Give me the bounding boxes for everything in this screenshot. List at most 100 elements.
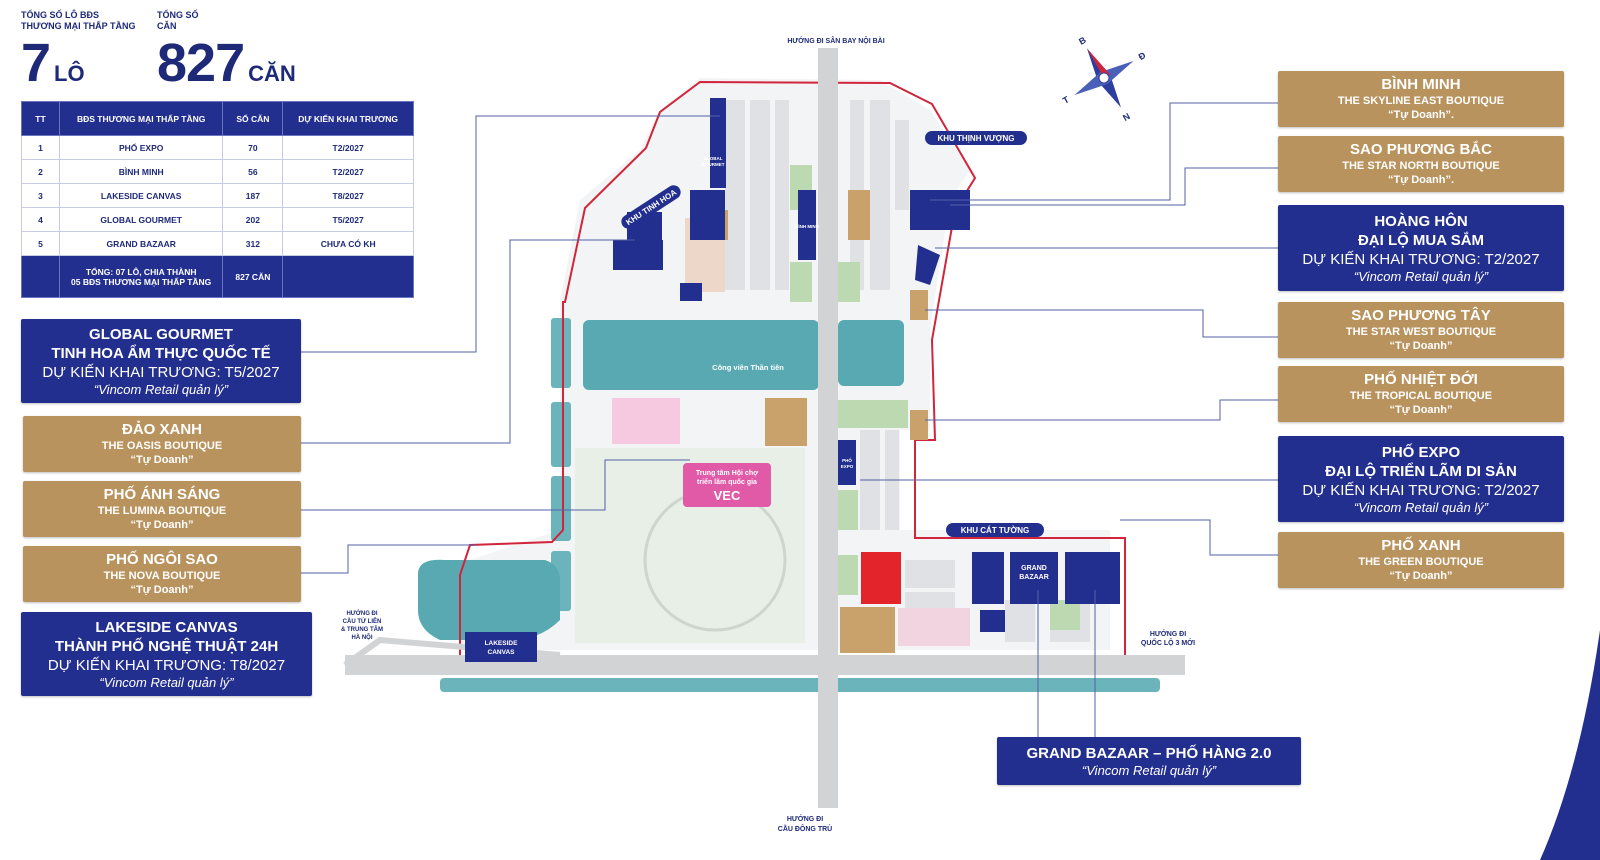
summary-table: TT BĐS THƯƠNG MẠI THẤP TẦNG SỐ CĂN DỰ KI… — [21, 101, 414, 298]
callout-plan: DỰ KIẾN KHAI TRƯƠNG: T5/2027 — [42, 363, 280, 381]
vec-label-1: Trung tâm Hội chợ — [696, 470, 758, 477]
units-unit: CĂN — [248, 61, 296, 86]
col-units: SỐ CĂN — [222, 101, 284, 136]
site-boundary — [459, 80, 1126, 661]
lots-label-1: TỔNG SỐ LÔ BĐS — [21, 10, 100, 20]
khu-thinh-vuong-label: KHU THỊNH VƯỢNG — [937, 134, 1014, 143]
units-value: 827 — [157, 33, 245, 93]
table-cell: CHƯA CÓ KH — [282, 231, 414, 256]
callout-lines — [300, 102, 1278, 738]
south-canal — [440, 678, 1160, 692]
vec-pink-block — [612, 398, 680, 444]
callout-pho-nhiet-doi: PHỐ NHIỆT ĐỚI THE TROPICAL BOUTIQUE “Tự … — [1278, 366, 1564, 422]
callout-pho-ngoi-sao: PHỐ NGÔI SAO THE NOVA BOUTIQUE “Tự Doanh… — [23, 546, 301, 602]
callout-subtitle: THE STAR NORTH BOUTIQUE — [1342, 160, 1500, 172]
units-label-2: CĂN — [157, 21, 177, 31]
total-label-1: TỔNG: 07 LÔ, CHIA THÀNH — [85, 266, 197, 277]
callout-note: “Tự Doanh” — [130, 584, 194, 596]
table-cell: 2 — [21, 159, 60, 184]
pho-expo-lot-label-1: PHỐ — [842, 457, 852, 463]
grand-lot-label-1: GRAND — [1021, 565, 1047, 572]
table-cell: 312 — [222, 231, 284, 256]
lots-value: 7 — [21, 33, 51, 93]
global-lot-label-1: GLOBAL — [704, 156, 723, 161]
col-property: BĐS THƯƠNG MẠI THẤP TẦNG — [58, 101, 224, 136]
dir-north-label: HƯỚNG ĐI SÂN BAY NỘI BÀI — [787, 36, 884, 45]
table-cell — [282, 255, 414, 298]
callout-title: THÀNH PHỐ NGHỆ THUẬT 24H — [54, 637, 279, 655]
pho-expo-lot-label-2: EXPO — [841, 464, 854, 469]
table-row: 3 LAKESIDE CANVAS 187 T8/2027 — [21, 183, 414, 208]
red-lot — [861, 552, 901, 604]
callout-plan: DỰ KIẾN KHAI TRƯƠNG: T8/2027 — [47, 656, 286, 674]
table-cell — [21, 255, 60, 298]
total-value: 827 CĂN — [222, 255, 284, 298]
lots-unit: LÔ — [54, 61, 85, 86]
callout-note: “Tự Doanh”. — [1387, 174, 1455, 186]
callout-global-gourmet: GLOBAL GOURMET TINH HOA ẨM THỰC QUỐC TẾ … — [21, 319, 301, 403]
callout-title: PHỐ NHIỆT ĐỚI — [1364, 371, 1478, 388]
west-canal-3 — [551, 476, 571, 541]
total-label-2: 05 BĐS THƯƠNG MẠI THẤP TẦNG — [71, 276, 212, 287]
table-row: 2 BÌNH MINH 56 T2/2027 — [21, 159, 414, 184]
callout-pho-expo: PHỐ EXPO ĐẠI LỘ TRIỂN LÃM DI SẢN DỰ KIẾN… — [1278, 436, 1564, 522]
callout-manager: “Vincom Retail quản lý” — [1081, 762, 1217, 778]
callout-plan: DỰ KIẾN KHAI TRƯƠNG: T2/2027 — [1302, 481, 1540, 499]
table-row: 1 PHỐ EXPO 70 T2/2027 — [21, 135, 414, 160]
compass-e: Đ — [1137, 50, 1148, 62]
callout-title: PHỐ NGÔI SAO — [106, 551, 218, 568]
table-cell: 1 — [21, 135, 60, 160]
table-cell: T5/2027 — [282, 207, 414, 232]
callout-title: TINH HOA ẨM THỰC QUỐC TẾ — [51, 344, 271, 362]
callout-note: “Tự Doanh” — [1389, 570, 1453, 582]
table-cell: T2/2027 — [282, 159, 414, 184]
callout-binh-minh: BÌNH MINH THE SKYLINE EAST BOUTIQUE “Tự … — [1278, 71, 1564, 127]
table-cell: LAKESIDE CANVAS — [58, 183, 224, 208]
grand-lot-label-2: BAZAAR — [1019, 574, 1049, 581]
table-header-row: TT BĐS THƯƠNG MẠI THẤP TẦNG SỐ CĂN DỰ KI… — [21, 101, 414, 136]
table-cell: 4 — [21, 207, 60, 232]
compass-n: B — [1077, 35, 1088, 47]
callout-sao-phuong-bac: SAO PHƯƠNG BẮC THE STAR NORTH BOUTIQUE “… — [1278, 136, 1564, 192]
table-row: 4 GLOBAL GOURMET 202 T5/2027 — [21, 207, 414, 232]
callout-grand-bazaar: GRAND BAZAAR – PHỐ HÀNG 2.0 “Vincom Reta… — [997, 737, 1301, 785]
callout-dao-xanh: ĐẢO XANH THE OASIS BOUTIQUE “Tự Doanh” — [23, 416, 301, 472]
callout-title: ĐẠI LỘ TRIỂN LÃM DI SẢN — [1325, 462, 1517, 480]
khu-cat-tuong-pill — [946, 523, 1044, 537]
callout-subtitle: THE TROPICAL BOUTIQUE — [1349, 390, 1493, 402]
dir-west-label-1: HƯỚNG ĐI — [346, 609, 377, 617]
callout-subtitle: THE LUMINA BOUTIQUE — [97, 505, 227, 517]
units-label-1: TỔNG SỐ — [157, 10, 199, 20]
highway-ew — [345, 655, 1185, 675]
khu-cat-tuong-label: KHU CÁT TƯỜNG — [961, 526, 1030, 535]
callout-title: PHỐ EXPO — [1381, 443, 1461, 461]
compass-icon: B Đ N T — [1061, 35, 1148, 123]
callout-title: SAO PHƯƠNG TÂY — [1351, 307, 1491, 324]
table-row: 5 GRAND BAZAAR 312 CHƯA CÓ KH — [21, 231, 414, 256]
global-lot-label-2: GOURMET — [702, 162, 725, 167]
callout-subtitle: THE GREEN BOUTIQUE — [1358, 556, 1484, 568]
callout-note: “Tự Doanh” — [1389, 340, 1453, 352]
dir-west-label-2: CẦU TỨ LIÊN — [343, 617, 382, 625]
callout-subtitle: THE OASIS BOUTIQUE — [101, 440, 223, 452]
callout-title: ĐẢO XANH — [121, 421, 202, 438]
lakeside-lot-label-1: LAKESIDE — [485, 640, 519, 647]
binh-minh-lot-label: BÌNH MINH — [795, 222, 819, 229]
callout-title: HOÀNG HÔN — [1374, 212, 1468, 230]
callout-title: PHỐ ÁNH SÁNG — [103, 486, 221, 503]
table-cell: 187 — [222, 183, 284, 208]
callout-title: PHỐ XANH — [1381, 537, 1461, 554]
callout-subtitle: THE NOVA BOUTIQUE — [103, 570, 221, 582]
lakeside-lot-label-2: CANVAS — [488, 649, 516, 656]
east-lake — [838, 320, 904, 386]
callout-manager: “Vincom Retail quản lý” — [1353, 499, 1489, 515]
table-cell: T2/2027 — [282, 135, 414, 160]
lots-label-2: THƯƠNG MẠI THẤP TẦNG — [21, 21, 136, 31]
callout-title: LAKESIDE CANVAS — [95, 618, 238, 636]
table-cell: GLOBAL GOURMET — [58, 207, 224, 232]
park-label: Công viên Thần tiên — [712, 363, 784, 372]
khu-tinh-hoa-pill — [621, 185, 681, 229]
